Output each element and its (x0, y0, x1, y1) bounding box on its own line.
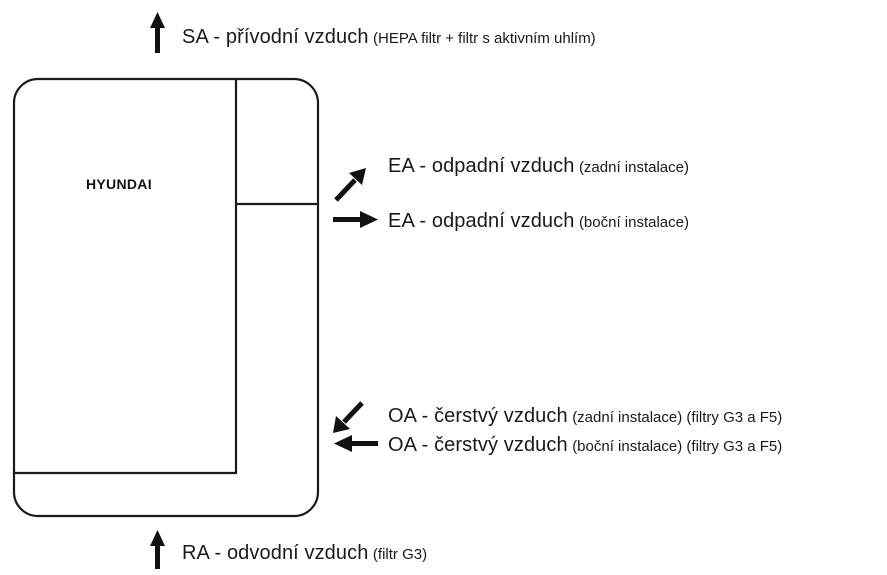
ea-rear-label-main: EA - odpadní vzduch (388, 155, 575, 177)
oa-side-label-main: OA - čerstvý vzduch (388, 434, 568, 456)
unit-outline (12, 77, 320, 518)
ra-label-note: (filtr G3) (372, 546, 428, 563)
ea-rear-label-note: (zadní instalace) (578, 159, 689, 176)
ea-side-label-main: EA - odpadní vzduch (388, 210, 575, 232)
sa-label-main: SA - přívodní vzduch (182, 26, 369, 48)
brand-logo: HYUNDAI (86, 176, 152, 192)
ra-label-main: RA - odvodní vzduch (182, 542, 369, 564)
sa-label: SA - přívodní vzduch (HEPA filtr + filtr… (182, 27, 596, 47)
oa-side-label: OA - čerstvý vzduch (boční instalace) (f… (388, 435, 782, 455)
sa-arrow-icon (150, 12, 165, 53)
ea-side-label-note: (boční instalace) (578, 214, 689, 231)
ra-label: RA - odvodní vzduch (filtr G3) (182, 543, 427, 563)
oa-side-arrow-icon (334, 435, 378, 452)
oa-rear-label-main: OA - čerstvý vzduch (388, 405, 568, 427)
ea-rear-arrow-icon (334, 168, 366, 202)
ea-side-label: EA - odpadní vzduch (boční instalace) (388, 211, 689, 231)
oa-side-label-note: (boční instalace) (filtry G3 a F5) (572, 438, 783, 455)
oa-rear-label-note: (zadní instalace) (filtry G3 a F5) (572, 409, 783, 426)
oa-rear-arrow-icon (333, 401, 364, 433)
ea-rear-label: EA - odpadní vzduch (zadní instalace) (388, 156, 689, 176)
ra-arrow-icon (150, 530, 165, 569)
sa-label-note: (HEPA filtr + filtr s aktivním uhlím) (373, 30, 596, 47)
ea-side-arrow-icon (333, 211, 378, 228)
oa-rear-label: OA - čerstvý vzduch (zadní instalace) (f… (388, 406, 782, 426)
